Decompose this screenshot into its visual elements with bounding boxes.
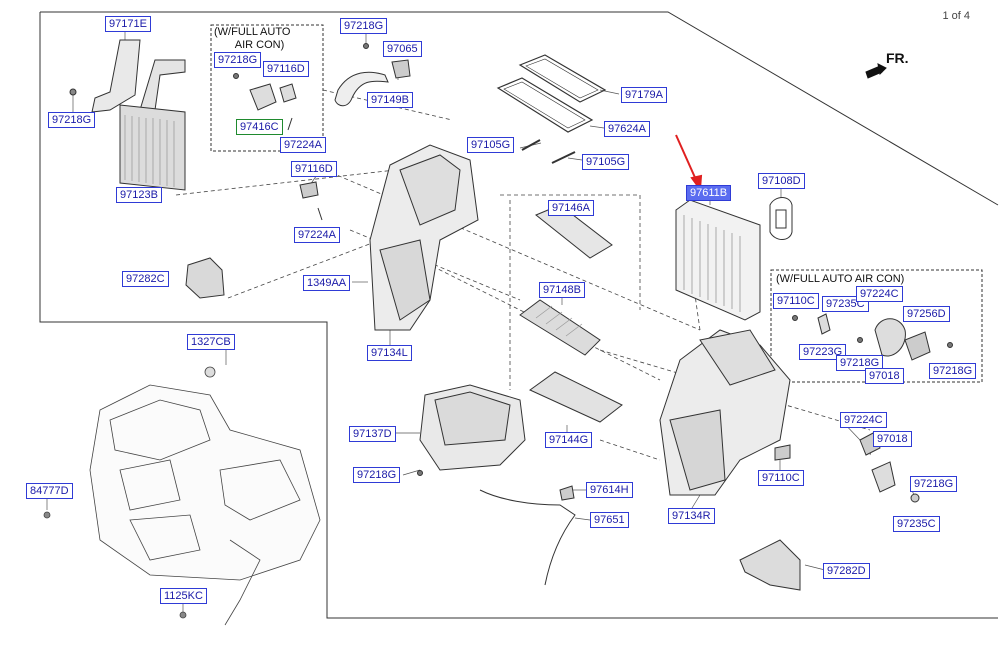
part-label-97137d[interactable]: 97137D [349,426,396,442]
part-label-97108d[interactable]: 97108D [758,173,805,189]
part-label-97256d[interactable]: 97256D [903,306,950,322]
part-label-97110c[interactable]: 97110C [758,470,804,486]
part-label-97218g[interactable]: 97218G [48,112,96,128]
case-right-half [659,329,920,591]
part-label-97146a[interactable]: 97146A [548,200,594,216]
part-label-97611b[interactable]: 97611B [686,185,732,201]
part-label-97171e[interactable]: 97171E [105,16,151,32]
part-label-97223g[interactable]: 97223G [799,344,847,360]
center-door-parts [519,204,623,423]
part-label-97148b[interactable]: 97148B [539,282,585,298]
part-label-97224a[interactable]: 97224A [280,137,326,153]
auto-aircon-parts-right [792,313,953,361]
part-label-97282c[interactable]: 97282C [122,271,169,287]
part-label-84777d[interactable]: 84777D [26,483,73,499]
part-label-97110c[interactable]: 97110C [773,293,819,309]
part-label-97134l[interactable]: 97134L [367,345,412,361]
part-label-97105g[interactable]: 97105G [467,137,515,153]
part-label-97282d[interactable]: 97282D [823,563,870,579]
part-label-97235c[interactable]: 97235C [893,516,940,532]
part-label-97218g[interactable]: 97218G [929,363,977,379]
part-label-97416c[interactable]: 97416C [236,119,283,135]
part-label-97116d[interactable]: 97116D [291,161,337,177]
part-label-97218g[interactable]: 97218G [214,52,262,68]
filter-frames [496,54,607,164]
heater-core-group [69,39,186,191]
part-label-97149b[interactable]: 97149B [367,92,413,108]
part-label-97224a[interactable]: 97224A [294,227,340,243]
cabin-air-filter [675,197,793,321]
part-label-97018[interactable]: 97018 [865,368,904,384]
part-label-97105g[interactable]: 97105G [582,154,630,170]
part-label-97134r[interactable]: 97134R [668,508,715,524]
part-label-1349aa[interactable]: 1349AA [303,275,351,291]
part-label-97116d[interactable]: 97116D [263,61,309,77]
diagram-frame [39,11,999,619]
highlight-arrow [675,134,703,192]
group-caption-full-auto-right: (W/FULL AUTO AIR CON) [776,273,905,285]
part-label-97065[interactable]: 97065 [383,41,422,57]
part-label-97123b[interactable]: 97123B [116,187,162,203]
hvac-assembly-outline [43,366,321,626]
lower-case-evaporator [417,384,576,586]
group-caption-full-auto-top: (W/FULL AUTO AIR CON) [214,26,291,51]
auto-aircon-parts-top [233,73,297,131]
part-label-97218g[interactable]: 97218G [836,355,884,371]
part-label-97614h[interactable]: 97614H [586,482,633,498]
front-direction-arrow [865,63,887,79]
case-left-half [185,144,479,331]
part-label-97218g[interactable]: 97218G [353,467,401,483]
page-indicator: 1 of 4 [942,10,970,22]
front-direction-label: FR. [886,50,909,66]
drain-hose [334,43,411,107]
part-label-97218g[interactable]: 97218G [910,476,958,492]
part-label-1327cb[interactable]: 1327CB [187,334,235,350]
part-label-97018[interactable]: 97018 [873,431,912,447]
part-label-97224c[interactable]: 97224C [840,412,887,428]
part-label-97224c[interactable]: 97224C [856,286,903,302]
part-label-1125kc[interactable]: 1125KC [160,588,207,604]
part-label-97624a[interactable]: 97624A [604,121,650,137]
part-label-97218g[interactable]: 97218G [340,18,388,34]
part-label-97651[interactable]: 97651 [590,512,629,528]
part-label-97144g[interactable]: 97144G [545,432,593,448]
part-label-97179a[interactable]: 97179A [621,87,667,103]
